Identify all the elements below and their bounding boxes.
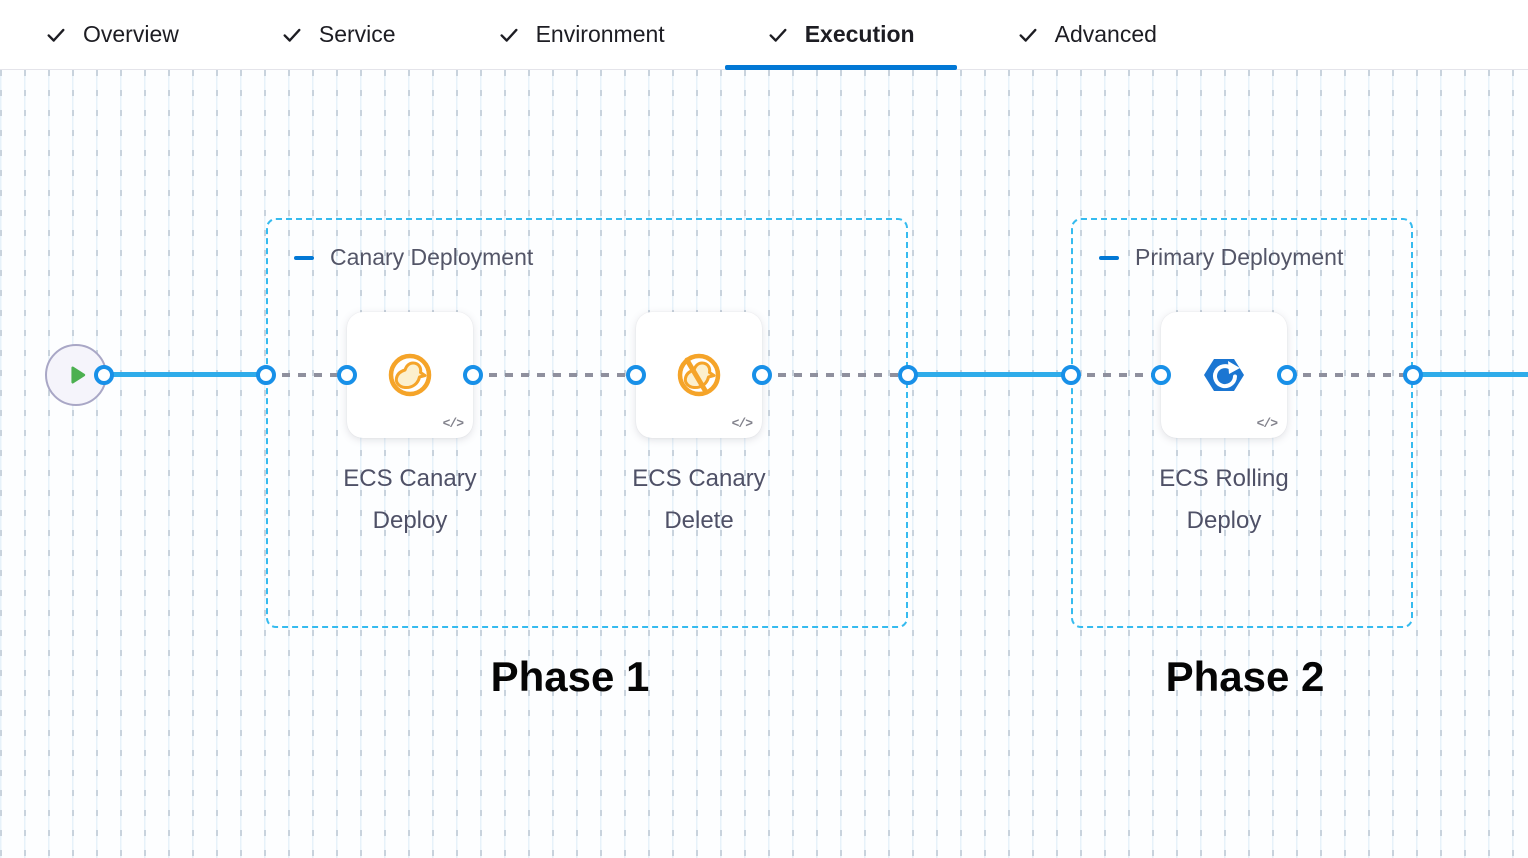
connector-point[interactable] — [1403, 365, 1423, 385]
tab-service[interactable]: Service — [281, 0, 396, 69]
step-ecs-rolling-deploy[interactable]: </> — [1161, 312, 1287, 438]
pipeline-link-dashed — [473, 373, 636, 377]
canary-delete-icon — [677, 353, 721, 397]
collapse-minus-icon[interactable] — [1099, 255, 1119, 260]
step-label-ecs-canary-delete: ECS Canary Delete — [632, 465, 766, 534]
connector-point[interactable] — [1277, 365, 1297, 385]
connector-point[interactable] — [1061, 365, 1081, 385]
connector-point[interactable] — [1151, 365, 1171, 385]
code-badge-icon: </> — [1256, 416, 1278, 431]
tab-execution[interactable]: Execution — [724, 0, 957, 70]
tab-environment[interactable]: Environment — [498, 0, 665, 69]
tab-label: Overview — [83, 21, 179, 47]
section-tabbar: Overview Service Environment Execution A… — [0, 0, 1528, 70]
connector-point[interactable] — [463, 365, 483, 385]
canary-deploy-icon — [388, 353, 432, 397]
check-icon — [1017, 24, 1039, 46]
pipeline-link-dashed — [1287, 373, 1413, 377]
pipeline-link-dashed — [762, 373, 908, 377]
check-icon — [281, 24, 303, 46]
pipeline-canvas[interactable]: Canary Deployment Primary Deployment </> — [0, 70, 1528, 858]
pipeline-link-dashed — [1071, 373, 1161, 377]
check-icon — [498, 24, 520, 46]
tab-label: Environment — [535, 21, 665, 47]
check-icon — [45, 24, 67, 46]
group-label: Canary Deployment — [330, 244, 534, 270]
phase-1-label: Phase 1 — [490, 653, 650, 700]
stage-group-primary-deployment[interactable]: Primary Deployment — [1071, 218, 1413, 628]
pipeline-link — [908, 372, 1071, 377]
pipeline-link — [104, 372, 266, 377]
collapse-minus-icon[interactable] — [294, 255, 314, 260]
connector-point[interactable] — [94, 365, 114, 385]
group-header: Primary Deployment — [1073, 220, 1411, 271]
pipeline-link — [1413, 372, 1528, 377]
tab-label: Service — [318, 21, 396, 47]
check-icon — [767, 24, 789, 46]
tab-label: Advanced — [1054, 21, 1157, 47]
group-header: Canary Deployment — [268, 220, 906, 271]
tab-label: Execution — [804, 21, 915, 47]
stage-group-canary-deployment[interactable]: Canary Deployment — [266, 218, 908, 628]
pipeline-link-dashed — [266, 373, 347, 377]
code-badge-icon: </> — [731, 416, 753, 431]
tab-overview[interactable]: Overview — [45, 0, 179, 69]
tab-advanced[interactable]: Advanced — [1017, 0, 1157, 69]
connector-point[interactable] — [256, 365, 276, 385]
play-icon — [71, 366, 86, 384]
connector-point[interactable] — [752, 365, 772, 385]
step-label-ecs-canary-deploy: ECS Canary Deploy — [343, 465, 477, 534]
connector-point[interactable] — [626, 365, 646, 385]
group-label: Primary Deployment — [1135, 244, 1344, 270]
step-ecs-canary-delete[interactable]: </> — [636, 312, 762, 438]
connector-point[interactable] — [337, 365, 357, 385]
step-ecs-canary-deploy[interactable]: </> — [347, 312, 473, 438]
step-label-ecs-rolling-deploy: ECS Rolling Deploy — [1159, 465, 1289, 534]
phase-2-label: Phase 2 — [1165, 653, 1325, 700]
connector-point[interactable] — [898, 365, 918, 385]
ecs-rolling-deploy-icon — [1204, 359, 1244, 391]
code-badge-icon: </> — [442, 416, 464, 431]
